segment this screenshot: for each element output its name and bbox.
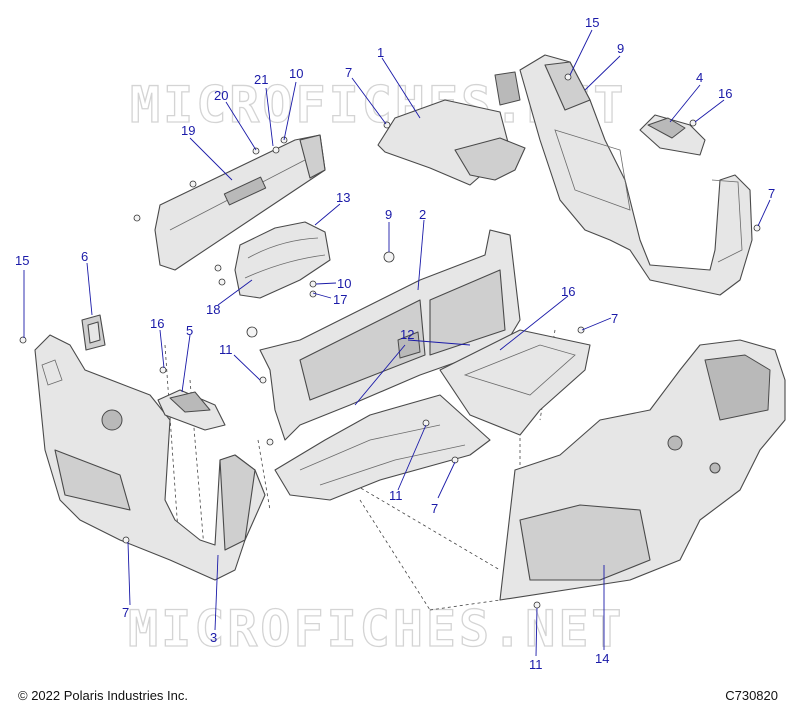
fasteners — [19, 73, 761, 609]
part-19-bracket-panel — [154, 134, 326, 271]
part-4-bracket — [639, 114, 706, 156]
copyright-text: © 2022 Polaris Industries Inc. — [18, 688, 188, 703]
part-2-back-wall — [259, 229, 521, 441]
callout-11-left: 11 — [219, 342, 233, 357]
part-floor-pan — [274, 394, 491, 501]
leader-lines — [23, 29, 771, 657]
part-floor-panel-right — [439, 329, 591, 436]
callout-labels: 1 7 21 10 20 19 15 9 4 16 7 13 9 2 10 17… — [15, 15, 775, 672]
part-5-bracket — [157, 389, 226, 431]
callout-21: 21 — [254, 72, 268, 87]
callout-7-mid: 7 — [431, 501, 438, 516]
callout-19: 19 — [181, 123, 195, 138]
callout-18: 18 — [206, 302, 220, 317]
callout-11-bottom: 11 — [529, 657, 543, 672]
callout-7-bottom: 7 — [122, 605, 129, 620]
callout-20: 20 — [214, 88, 228, 103]
callout-10-top: 10 — [289, 66, 303, 81]
callout-13: 13 — [336, 190, 350, 205]
callout-7-top: 7 — [345, 65, 352, 80]
part-6-vent — [81, 314, 106, 351]
callout-7-right: 7 — [768, 186, 775, 201]
part-14-center-tub — [499, 339, 786, 601]
callout-16-right: 16 — [561, 284, 575, 299]
callout-4: 4 — [696, 70, 703, 85]
part-8-right-side-panel — [519, 54, 753, 296]
callout-1: 1 — [377, 45, 384, 60]
callout-2: 2 — [419, 207, 426, 222]
callout-10-mid: 10 — [337, 276, 351, 291]
callout-16-left: 16 — [150, 316, 164, 331]
callout-17: 17 — [333, 292, 347, 307]
figure-id: C730820 — [725, 688, 778, 703]
callout-3: 3 — [210, 630, 217, 645]
callout-7-floor: 7 — [611, 311, 618, 326]
callout-14: 14 — [595, 651, 609, 666]
part-1-top-panel — [377, 71, 526, 186]
callout-15-top: 15 — [585, 15, 599, 30]
part-3-left-door-panel — [34, 334, 266, 581]
callout-8: 9 — [617, 41, 624, 56]
callout-12: 12 — [400, 327, 414, 342]
callout-5: 5 — [186, 323, 193, 338]
part-13-cover — [234, 221, 331, 299]
callout-11-mid: 11 — [389, 488, 403, 503]
watermark-bottom: MICROFICHES.NET — [128, 600, 625, 658]
callout-6: 6 — [81, 249, 88, 264]
callout-9: 9 — [385, 207, 392, 222]
callout-16-top: 16 — [718, 86, 732, 101]
callout-15-left: 15 — [15, 253, 29, 268]
